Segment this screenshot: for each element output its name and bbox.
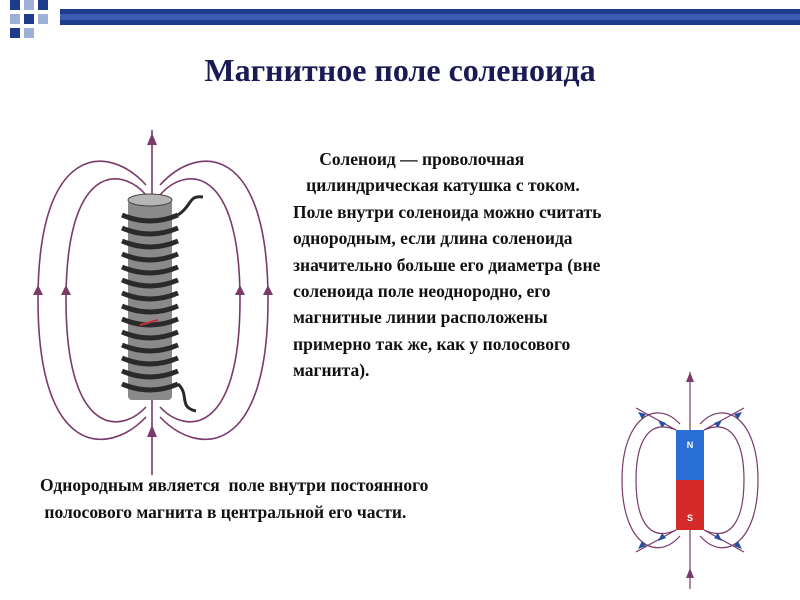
description-line: соленоида поле неоднородно, его	[293, 281, 551, 302]
description-line: Поле внутри соленоида можно считать	[293, 201, 602, 222]
magnet-field-markers	[638, 412, 742, 549]
note-line: полосового магнита в центральной его час…	[40, 502, 407, 522]
description-line: примерно так же, как у полосового	[293, 333, 571, 354]
bar-magnet: N S	[676, 430, 704, 530]
field-arrows	[33, 133, 273, 437]
corner-decoration	[10, 0, 48, 38]
slide-title: Магнитное поле соленоида	[204, 52, 596, 88]
header-bar	[60, 9, 800, 25]
solenoid-description: Соленоид — проволочная цилиндрическая ка…	[293, 146, 693, 384]
solenoid-coil	[121, 193, 204, 413]
description-line: цилиндрическая катушка с током.	[293, 175, 580, 196]
description-line: магнитные линии расположены	[293, 307, 548, 328]
magnet-field-arrows	[686, 372, 694, 578]
bar-magnet-diagram: N S	[621, 372, 759, 589]
note-line: Однородным является поле внутри постоянн…	[40, 475, 429, 495]
description-line: магнита).	[293, 360, 370, 381]
description-line: Соленоид — проволочная	[293, 149, 525, 169]
north-label: N	[687, 440, 694, 450]
south-label: S	[687, 513, 693, 523]
south-pole	[676, 480, 704, 530]
solenoid-field-diagram	[33, 130, 273, 475]
description-line: однородным, если длина соленоида	[293, 228, 573, 249]
north-pole	[676, 430, 704, 480]
description-line: значительно больше его диаметра (вне	[293, 254, 601, 275]
uniform-field-note: Однородным является поле внутри постоянн…	[40, 472, 428, 526]
